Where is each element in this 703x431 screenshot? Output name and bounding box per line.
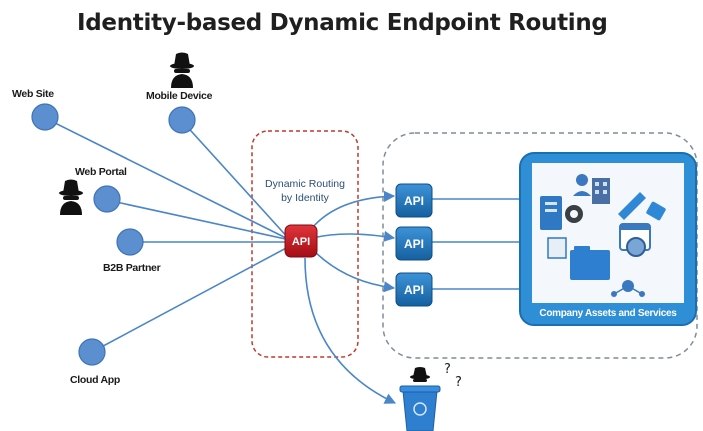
gateway-api-icon (284, 224, 318, 258)
asset-links (432, 198, 520, 290)
link-mobile-device (181, 120, 291, 241)
assets-label: Company Assets and Services (539, 308, 677, 319)
route-to-endpoint-1 (311, 190, 396, 229)
user-icon (576, 174, 588, 186)
trash-bin-icon (399, 385, 441, 431)
link-web-site (44, 117, 291, 241)
server-icon (540, 196, 562, 230)
node-web-portal (93, 185, 121, 213)
endpoint-api-3 (395, 272, 433, 307)
node-b2b-partner (116, 228, 144, 256)
hacker-icon (59, 179, 83, 215)
wrench-icon (618, 192, 646, 220)
route-to-trash (304, 257, 397, 404)
node-cloud-app (78, 338, 106, 366)
label-mobile-device: Mobile Device (146, 90, 213, 102)
hacker-icon (410, 367, 430, 382)
endpoint-api-1 (395, 183, 433, 218)
node-mobile-device (168, 106, 196, 134)
camera-icon (626, 237, 646, 257)
routing-label: Dynamic Routing by Identity (252, 177, 358, 205)
label-web-portal: Web Portal (75, 166, 127, 178)
endpoint-api-boxes: API API API (395, 183, 433, 307)
route-to-endpoint-3 (312, 249, 396, 293)
routing-label-line2: by Identity (281, 192, 329, 204)
client-links (44, 117, 291, 353)
gateway-api-label: API (292, 236, 310, 248)
building-icon (592, 178, 610, 204)
route-to-endpoint-2 (312, 230, 396, 242)
hacker-icon (170, 52, 194, 88)
endpoint-api-3-label: API (404, 283, 424, 297)
client-nodes (31, 103, 196, 366)
question-mark: ? (444, 362, 451, 377)
endpoint-api-1-label: API (404, 194, 424, 208)
endpoint-api-2 (395, 226, 433, 261)
routing-label-line1: Dynamic Routing (265, 178, 345, 190)
routing-zone (251, 130, 359, 358)
tag-icon (646, 201, 666, 221)
document-icon (547, 237, 567, 259)
label-cloud-app: Cloud App (70, 374, 120, 386)
routing-links (304, 190, 397, 404)
endpoint-api-2-label: API (404, 237, 424, 251)
label-b2b-partner: B2B Partner (103, 262, 161, 274)
link-cloud-app (91, 245, 291, 353)
label-web-site: Web Site (12, 88, 54, 100)
diagram-title: Identity-based Dynamic Endpoint Routing (77, 10, 608, 36)
company-assets-panel (519, 152, 697, 326)
node-web-site (31, 103, 59, 131)
folder-icon (570, 250, 610, 280)
question-mark: ? (455, 375, 462, 390)
asset-icons (540, 174, 666, 297)
link-web-portal (106, 199, 291, 241)
